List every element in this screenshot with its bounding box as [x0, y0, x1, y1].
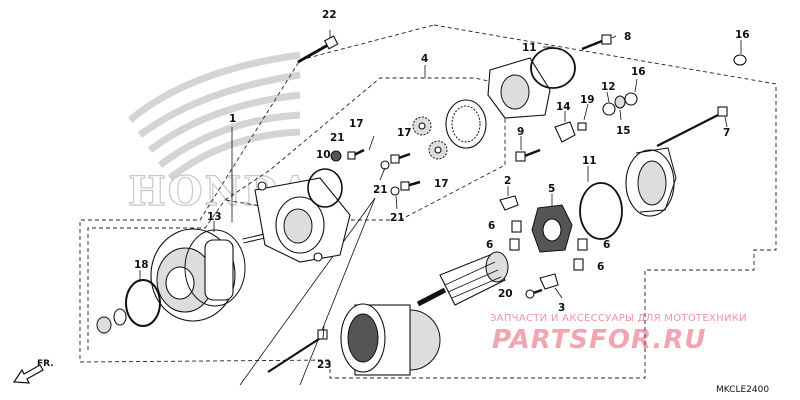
- spring-6: [511, 220, 522, 233]
- callout-7: 7: [723, 127, 730, 139]
- end-housing: [625, 147, 677, 217]
- seal: [96, 316, 112, 334]
- motor-yoke: [340, 303, 441, 376]
- front-cover-13: [150, 228, 246, 322]
- callout-6: 6: [486, 239, 493, 251]
- callout-19: 19: [580, 94, 595, 106]
- callout-6: 6: [488, 220, 495, 232]
- long-bolt-23: [267, 329, 328, 373]
- callout-21: 21: [330, 132, 345, 144]
- spring-6: [577, 238, 588, 251]
- nut-19: [577, 122, 587, 131]
- planetary-gear-lower: [428, 140, 448, 160]
- bolt-17-middle: [390, 152, 411, 164]
- callout-11: 11: [522, 42, 537, 54]
- callout-16: 16: [735, 29, 750, 41]
- bolt-9: [515, 148, 541, 162]
- callout-16: 16: [631, 66, 646, 78]
- callout-3: 3: [558, 302, 565, 314]
- callout-20: 20: [498, 288, 513, 300]
- callout-14: 14: [556, 101, 571, 113]
- o-ring-18: [125, 279, 161, 327]
- o-ring-11: [579, 182, 623, 240]
- callout-numbers: 22 1 4 13 18 10 21 17 17 21 17 21 11 8 1…: [134, 9, 750, 371]
- callout-13: 13: [207, 211, 222, 223]
- watermark: ЗАПЧАСТИ И АКСЕССУАРЫ ДЛЯ МОТОТЕХНИКИ PA…: [490, 313, 747, 355]
- spring-6: [509, 238, 520, 251]
- callout-17: 17: [349, 118, 364, 130]
- callout-15: 15: [616, 125, 631, 137]
- callout-8: 8: [624, 31, 631, 43]
- planetary-gear-upper: [412, 116, 432, 136]
- callout-23: 23: [317, 359, 332, 371]
- callout-11: 11: [582, 155, 597, 167]
- armature: [416, 251, 509, 307]
- ring-10: [330, 150, 342, 162]
- callout-10: 10: [316, 149, 331, 161]
- callout-1: 1: [229, 113, 236, 125]
- callout-18: 18: [134, 259, 149, 271]
- long-bolt-7: [656, 106, 728, 147]
- bolt-17-top: [347, 148, 365, 160]
- callout-6: 6: [603, 239, 610, 251]
- callout-9: 9: [517, 126, 524, 138]
- gear-housing-assembly: [242, 168, 351, 263]
- outer-assembly-boundary: [79, 24, 777, 379]
- terminal-14: [554, 121, 576, 143]
- callout-2: 2: [504, 175, 511, 187]
- washer-21: [380, 160, 390, 170]
- diagram-code: MKCLE2400: [716, 385, 769, 395]
- watermark-tagline: ЗАПЧАСТИ И АКСЕССУАРЫ ДЛЯ МОТОТЕХНИКИ: [490, 313, 747, 324]
- brush-2: [499, 195, 519, 211]
- callout-12: 12: [601, 81, 616, 93]
- o-ring-11-top: [530, 47, 576, 89]
- callout-17: 17: [434, 178, 449, 190]
- callout-17: 17: [397, 127, 412, 139]
- insulator-15: [614, 95, 626, 109]
- leader-lines: [139, 35, 742, 340]
- washer: [113, 308, 127, 326]
- brush-holder-5: [531, 204, 573, 253]
- brush-3: [539, 273, 559, 290]
- nut-16: [624, 92, 638, 106]
- callout-6: 6: [597, 261, 604, 273]
- rear-cover: [487, 57, 551, 119]
- screw-20: [525, 288, 543, 299]
- front-direction-indicator: FR.: [12, 359, 54, 384]
- callout-5: 5: [548, 183, 555, 195]
- arrow-left-down-icon: [12, 364, 44, 384]
- leader-line: [239, 197, 376, 386]
- front-label: FR.: [37, 359, 54, 369]
- callout-22: 22: [322, 9, 337, 21]
- callout-21: 21: [373, 184, 388, 196]
- washer-21: [390, 186, 400, 196]
- cap-16: [733, 54, 747, 66]
- watermark-logo: PARTSFOR.RU: [492, 325, 706, 355]
- callout-4: 4: [421, 53, 428, 65]
- bolt-8: [581, 34, 612, 51]
- washer-12: [602, 102, 616, 116]
- callout-21: 21: [390, 212, 405, 224]
- leader-line: [299, 197, 376, 386]
- spring-6: [573, 258, 584, 271]
- internal-ring-gear: [445, 99, 487, 149]
- bolt-22: [297, 30, 339, 64]
- bolt-17-lower: [400, 180, 421, 191]
